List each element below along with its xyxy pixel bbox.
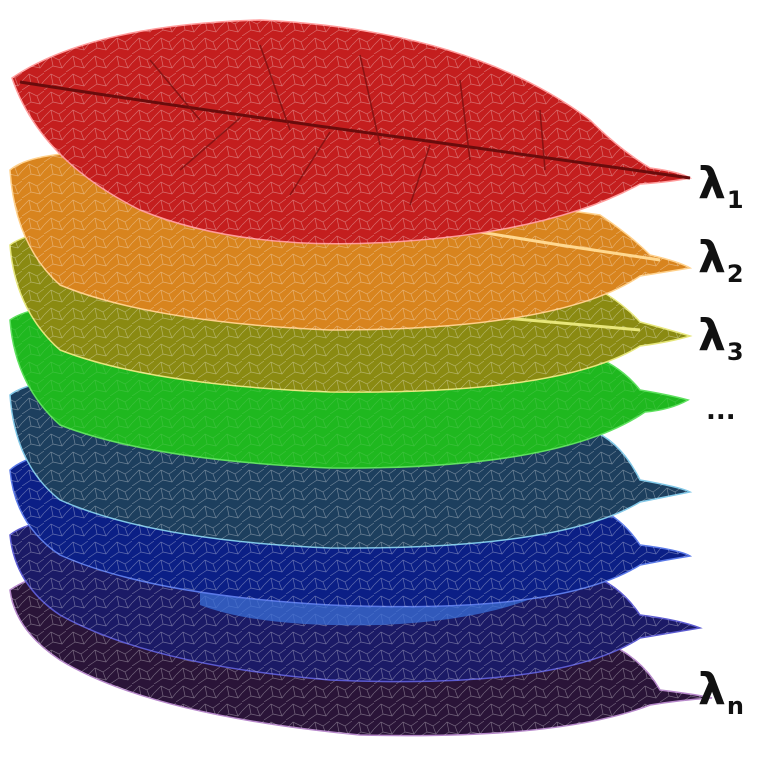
lambda-subscript: n: [727, 692, 744, 720]
lambda-symbol: λ: [698, 310, 726, 361]
lambda-symbol: λ: [698, 232, 726, 283]
lambda-subscript: 3: [727, 338, 744, 366]
label-lambda-1: λ1: [698, 162, 744, 206]
lambda-subscript: 2: [727, 260, 744, 288]
lambda-symbol: λ: [698, 664, 726, 715]
lambda-symbol: λ: [698, 158, 726, 209]
label-ellipsis: ...: [706, 398, 736, 424]
label-lambda-n: λn: [698, 668, 744, 712]
label-lambda-2: λ2: [698, 236, 744, 280]
lambda-subscript: 1: [727, 186, 744, 214]
label-lambda-3: λ3: [698, 314, 744, 358]
